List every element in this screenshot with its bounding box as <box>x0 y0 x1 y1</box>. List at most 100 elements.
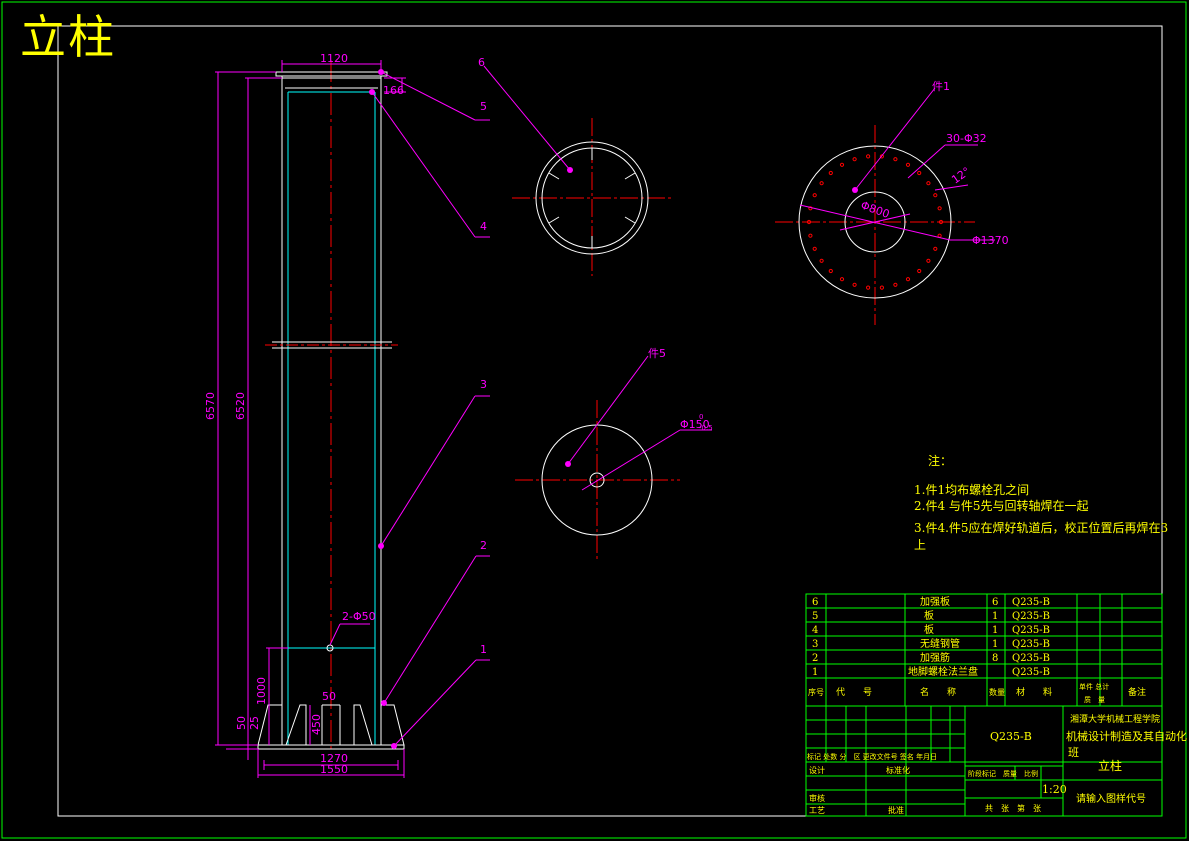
elevation-dim-text: 1120 166 6570 6520 1000 50 25 450 50 127… <box>204 52 487 776</box>
tb-stage-labels: 阶段标记 质量 比例 <box>968 769 1038 778</box>
tb-material: Q235-B <box>990 730 1032 743</box>
flange-outer <box>798 145 952 299</box>
flange-part-label: 件1 <box>932 80 950 93</box>
bom-hdr-remark: 备注 <box>1128 686 1146 698</box>
title-block-lines <box>805 593 1163 817</box>
bolt-hole <box>933 193 938 198</box>
part-label-3: 3 <box>480 378 487 391</box>
bolt-hole <box>879 154 885 159</box>
dim-450: 450 <box>310 714 323 735</box>
tb-school: 湘潭大学机械工程学院 <box>1070 713 1160 725</box>
bolt-hole <box>819 258 824 263</box>
bom-hdr-mat: 材 料 <box>1016 686 1052 698</box>
dim-6570: 6570 <box>204 392 217 420</box>
bolt-hole <box>866 285 871 290</box>
part-label-2: 2 <box>480 539 487 552</box>
bom-row3-name: 无缝钢管 <box>920 637 960 650</box>
tb-review: 审核 <box>809 793 825 803</box>
tb-scale: 1:20 <box>1042 783 1067 796</box>
bolt-hole <box>828 170 833 176</box>
bom-row3-no: 3 <box>812 639 818 650</box>
tb-part-name: 立柱 <box>1098 758 1122 773</box>
bom-row5-no: 5 <box>812 611 818 622</box>
bom-text: 6 加强板 6 Q235-B 5 板 1 Q235-B 4 板 1 Q235-B… <box>808 595 1146 704</box>
part-label-5: 5 <box>480 100 487 113</box>
flange-holes-dim: 30-Φ32 <box>946 132 987 145</box>
bom-hdr-qty: 数量 <box>989 687 1005 697</box>
dim-166: 166 <box>383 84 404 97</box>
bom-hdr-unit-total: 单件 总计 <box>1079 682 1109 691</box>
view-part5-plate <box>515 355 712 560</box>
ring-outer <box>535 141 649 255</box>
view-part6 <box>483 65 672 276</box>
tb-rev-labels: 标记 处数 分 区 更改文件号 签名 年月日 <box>807 752 937 761</box>
bom-row5-name: 板 <box>924 609 934 622</box>
tb-process: 工艺 <box>809 806 825 815</box>
dim-6520: 6520 <box>234 392 247 420</box>
bolt-hole <box>819 181 824 186</box>
inner-frame <box>57 25 1163 817</box>
bom-hdr-mass: 质 量 <box>1084 695 1105 704</box>
bolt-hole <box>812 246 817 251</box>
bom-hdr-name: 名 称 <box>920 686 956 698</box>
part-label-6: 6 <box>478 56 485 69</box>
plate-tol-lower: -0.5 <box>699 424 713 432</box>
tb-specialty-tail: 班 <box>1068 746 1079 759</box>
bolt-hole <box>866 154 871 159</box>
part-label-1: 1 <box>480 643 487 656</box>
bom-row4-qty: 1 <box>992 625 998 636</box>
dim-50: 50 <box>235 716 248 730</box>
bom-row4-mat: Q235-B <box>1012 625 1050 636</box>
view-labels: 件1 30-Φ32 12° Φ800 Φ1370 件5 Φ150 0 -0.5 <box>648 80 1009 432</box>
bom-hdr-no: 序号 <box>808 687 824 697</box>
bom-row2-mat: Q235-B <box>1012 653 1050 664</box>
bom-row6-mat: Q235-B <box>1012 597 1050 608</box>
bolt-hole <box>839 162 845 167</box>
bom-row3-mat: Q235-B <box>1012 639 1050 650</box>
plate-part-label: 件5 <box>648 347 666 360</box>
bom-row1-name: 地脚螺栓法兰盘 <box>908 665 978 678</box>
note-line-1: 1.件1均布螺栓孔之间 <box>914 483 1030 497</box>
bom-row6-qty: 6 <box>992 597 998 608</box>
bolt-hole <box>937 206 942 211</box>
plate-hole <box>589 472 605 488</box>
dim-25: 25 <box>248 716 261 730</box>
bom-hdr-code: 代 号 <box>836 687 872 698</box>
base-plate <box>257 744 405 750</box>
bolt-hole <box>933 246 938 251</box>
drawing-title: 立柱 <box>20 10 116 64</box>
tb-design: 设计 <box>809 765 825 775</box>
bolt-hole <box>926 181 931 186</box>
tb-sheet-labels: 共 张 第 张 <box>985 803 1041 813</box>
note-line-2: 2.件4 与件5先与回转轴焊在一起 <box>914 499 1089 513</box>
flange-angle-dim: 12° <box>949 165 972 187</box>
plate-hole-dim: Φ150 <box>680 418 710 431</box>
title-block-text: Q235-B 湘潭大学机械工程学院 机械设计制造及其自动化 班 立柱 1:20 … <box>807 713 1187 815</box>
bolt-hole <box>938 219 944 225</box>
bolt-hole <box>893 282 898 287</box>
bolt-hole <box>926 258 931 263</box>
bolt-hole <box>839 277 845 282</box>
plate-tol-upper: 0 <box>699 413 703 421</box>
dim-rib-50: 50 <box>322 690 336 703</box>
tb-drawing-code: 请输入图样代号 <box>1076 792 1146 805</box>
bolt-hole <box>852 157 857 162</box>
bolt-hole <box>893 157 898 162</box>
elevation-view <box>257 60 405 752</box>
bolt-hole <box>812 193 817 198</box>
base-rib-left <box>257 704 283 746</box>
dim-1550: 1550 <box>320 763 348 776</box>
top-plate <box>275 71 388 77</box>
bom-row4-name: 板 <box>924 623 934 636</box>
bolt-hole <box>905 277 911 282</box>
bolt-hole <box>808 233 813 238</box>
bolt-hole <box>852 282 857 287</box>
inner-rib-left <box>285 704 307 746</box>
dim-1120: 1120 <box>320 52 348 65</box>
bom-row4-no: 4 <box>812 625 818 636</box>
dim-1000: 1000 <box>255 677 268 705</box>
bolt-hole <box>917 268 922 274</box>
bom-row5-mat: Q235-B <box>1012 611 1050 622</box>
